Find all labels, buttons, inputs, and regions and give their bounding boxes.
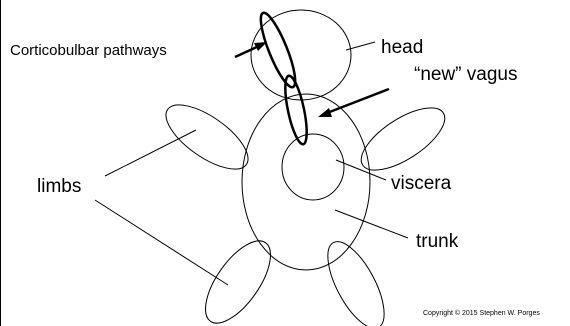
limbs-leader-upper bbox=[105, 130, 196, 176]
limbs-leader-lower bbox=[95, 200, 228, 285]
new-vagus-pathway-shape bbox=[281, 74, 311, 146]
limb-lower-left bbox=[193, 231, 282, 326]
trunk-label: trunk bbox=[416, 231, 459, 252]
corticobulbar-arrow bbox=[235, 46, 259, 57]
corticobulbar-label: Corticobulbar pathways bbox=[10, 42, 167, 59]
head-label: head bbox=[381, 37, 423, 58]
viscera-label: viscera bbox=[391, 173, 452, 194]
limbs-label: limbs bbox=[37, 176, 81, 197]
new-vagus-arrowhead bbox=[318, 108, 332, 117]
limb-lower-right bbox=[317, 234, 396, 326]
limb-upper-left bbox=[156, 93, 258, 181]
new-vagus-label: “new” vagus bbox=[414, 64, 518, 85]
corticobulbar-pathway-shape bbox=[255, 10, 302, 91]
copyright-label: Copyright © 2015 Stephen W. Porges bbox=[423, 309, 540, 317]
new-vagus-arrow bbox=[327, 89, 389, 113]
limb-upper-right bbox=[352, 96, 454, 182]
viscera-shape bbox=[282, 134, 344, 200]
trunk-leader bbox=[335, 210, 408, 238]
corticobulbar-arrowhead bbox=[254, 42, 267, 51]
head-shape bbox=[251, 10, 351, 100]
